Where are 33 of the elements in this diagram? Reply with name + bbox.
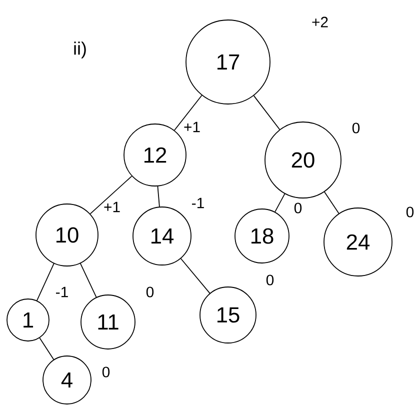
tree-edge (324, 191, 340, 214)
tree-node: 10 (36, 204, 98, 266)
balance-factor: +1 (184, 122, 200, 132)
balance-factor: 0 (406, 206, 414, 218)
tree-node: 15 (200, 286, 256, 344)
tree-node: 20 (264, 122, 342, 198)
tree-node: 17 (186, 20, 270, 104)
tree-edge (274, 193, 286, 212)
balance-factor: +2 (312, 16, 328, 28)
balance-factor: 0 (266, 274, 274, 286)
balance-factor: -1 (56, 286, 68, 298)
balance-factor: 0 (352, 122, 360, 134)
tree-edge (90, 176, 132, 214)
tree-edge (39, 338, 54, 360)
item-number: ii) (74, 42, 86, 58)
tree-node: 11 (80, 294, 136, 350)
tree-node: 18 (234, 208, 290, 264)
tree-node: 24 (324, 208, 392, 276)
tree-edge (80, 263, 97, 298)
balance-factor: 0 (146, 286, 154, 298)
tree-node: 14 (132, 206, 192, 266)
tree-node: 1 (6, 298, 50, 342)
tree-edge (253, 95, 280, 130)
balance-factor: -1 (192, 198, 204, 208)
tree-edge (174, 94, 202, 131)
balance-factor: 0 (102, 366, 110, 378)
tree-edge (36, 263, 54, 301)
balance-factor: +1 (104, 202, 120, 212)
balance-factor: 0 (294, 202, 302, 214)
tree-node: 12 (124, 124, 186, 186)
tree-edge (157, 186, 160, 208)
tree-node: 4 (42, 356, 92, 404)
tree-edge (180, 258, 210, 294)
